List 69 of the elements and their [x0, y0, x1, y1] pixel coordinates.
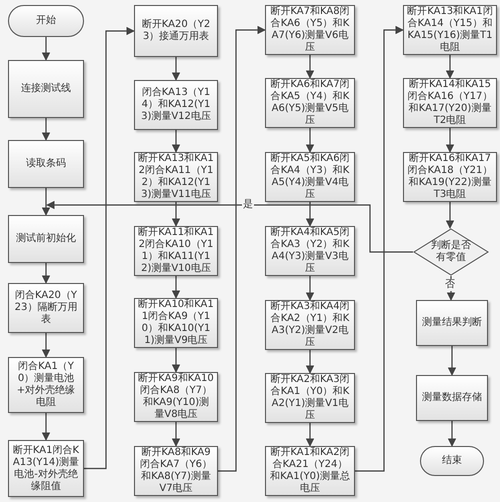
node-text: 断开KA20（Y23）接通万用表 [140, 19, 212, 43]
arrow [355, 26, 404, 472]
arrow [42, 188, 50, 216]
arrow [306, 202, 314, 227]
node-text: 断开KA14和KA15闭合KA16（Y17）和KA17(Y20)测量T2电阻 [407, 79, 493, 127]
node-text: 读取条码 [26, 158, 66, 170]
arrow [306, 55, 314, 79]
node-text: 闭合KA1（Y0）测量电池+对外壳绝缘电阻 [16, 361, 76, 409]
node-text: 断开KA1和KA2闭合KA21（Y24）和KA1(Y0)测量总电压 [269, 447, 351, 495]
node-text: 测试前初始化 [16, 233, 76, 245]
node-text: 测量结果判断 [422, 317, 482, 329]
node-text: 闭合KA13（Y14）和KA12(Y13)测量V12电压 [140, 87, 212, 123]
arrow [42, 118, 50, 141]
arrow [172, 57, 180, 81]
node-text: 断开KA6和KA7闭合KA5（Y4）和KA6(Y5)测量V5电压 [269, 79, 351, 127]
node-text: 断开KA8和KA9闭合KA7（Y6）和KA8(Y7)测量V7电压 [138, 447, 214, 495]
arrow [42, 413, 50, 441]
process-box [416, 300, 488, 346]
node-text: 测量数据存储 [422, 392, 482, 404]
node-text: 断开KA7和KA8闭合KA6（Y5）和KA7(Y6)测量V6电压 [269, 6, 351, 54]
arrow [172, 202, 180, 227]
arrow [448, 346, 456, 376]
arrow [42, 333, 50, 358]
node-text: 闭合KA20（Y23）隔断万用表 [14, 290, 78, 326]
arrow [446, 128, 454, 153]
arrow [218, 26, 266, 472]
process-box [8, 140, 84, 188]
terminal-shape [8, 5, 84, 37]
arrow [446, 202, 454, 229]
process-box [134, 5, 218, 57]
arrow [306, 128, 314, 153]
node-text: 断开KA16和KA17闭合KA18（Y21）和KA19(Y22)测量T3电阻 [407, 153, 493, 201]
node-text: 结束 [442, 455, 462, 467]
edge-label: 是 [242, 199, 254, 211]
arrow [42, 263, 50, 284]
node-text: 断开KA13和KA1闭合KA14（Y15）和KA15(Y16)测量T1电阻 [407, 6, 493, 54]
arrow [306, 276, 314, 301]
arrow [84, 26, 135, 470]
arrow [172, 422, 180, 447]
terminal-shape [420, 446, 484, 476]
process-box [134, 80, 218, 130]
process-box [416, 375, 488, 421]
arrow [306, 423, 314, 447]
edge-label: 否 [444, 279, 456, 291]
node-text: 断开KA13和KA12闭合KA11（Y12）和KA12(Y13)测量V11电压 [138, 153, 214, 201]
node-text: 判断是否有零值 [430, 240, 472, 264]
process-box [8, 60, 84, 118]
decision-diamond [413, 228, 489, 276]
arrow [42, 37, 50, 61]
node-text: 断开KA11和KA12闭合KA10（Y11）和KA11(Y12)测量V10电压 [138, 227, 214, 275]
arrow [446, 55, 454, 79]
node-text: 断开KA2和KA3闭合KA1（Y0）和KA2(Y1)测量V1电压 [269, 374, 351, 422]
node-text: 断开KA4和KA5闭合KA3（Y2）和KA4(Y3)测量V3电压 [269, 227, 351, 275]
node-text: 开始 [36, 15, 56, 27]
node-text: 断开KA1闭合KA13(Y14)测量电池-对外壳绝缘阻值 [12, 444, 80, 492]
arrow [172, 348, 180, 373]
node-text: 连接测试线 [21, 83, 71, 95]
node-text: 断开KA3和KA4闭合KA2（Y1）和KA3(Y2)测量V2电压 [269, 301, 351, 349]
arrow [448, 421, 456, 447]
arrow [46, 200, 413, 253]
process-box [8, 283, 84, 333]
node-text: 断开KA10和KA11闭合KA9（Y10）和KA10(Y11)测量V9电压 [138, 299, 214, 347]
process-box [8, 215, 84, 263]
arrow [172, 130, 180, 153]
node-text: 断开KA9和KA10闭合KA8（Y7）和KA9(Y10)测量V8电压 [138, 373, 214, 421]
arrow [172, 276, 180, 299]
process-box [8, 357, 84, 413]
node-text: 断开KA5和KA6闭合KA4（Y3）和KA5(Y4)测量V4电压 [269, 153, 351, 201]
arrow [306, 350, 314, 374]
